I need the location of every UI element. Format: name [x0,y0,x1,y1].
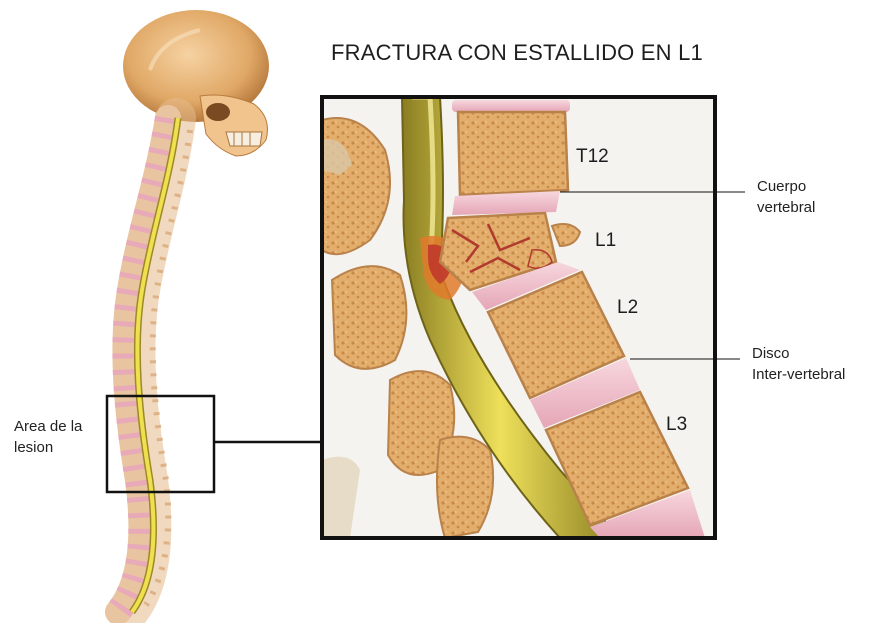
disco-intervertebral-line1: Disco [752,343,845,364]
spine-figure [118,10,269,612]
diagram-title: FRACTURA CON ESTALLIDO EN L1 [331,40,703,66]
vertebra-label-l3: L3 [666,414,687,436]
disco-intervertebral-label: Disco Inter-vertebral [752,343,845,385]
cuerpo-vertebral-label: Cuerpo vertebral [757,176,815,218]
vertebra-label-l1: L1 [595,230,616,252]
zoom-detail [322,97,715,538]
lesion-label-line2: lesion [14,437,82,458]
cuerpo-vertebral-line1: Cuerpo [757,176,815,197]
skull [123,10,269,156]
lesion-label: Area de la lesion [14,416,82,458]
vertebra-label-l2: L2 [617,297,638,319]
disco-intervertebral-line2: Inter-vertebral [752,364,845,385]
lesion-label-line1: Area de la [14,416,82,437]
vertebra-label-t12: T12 [576,146,609,168]
cuerpo-vertebral-line2: vertebral [757,197,815,218]
